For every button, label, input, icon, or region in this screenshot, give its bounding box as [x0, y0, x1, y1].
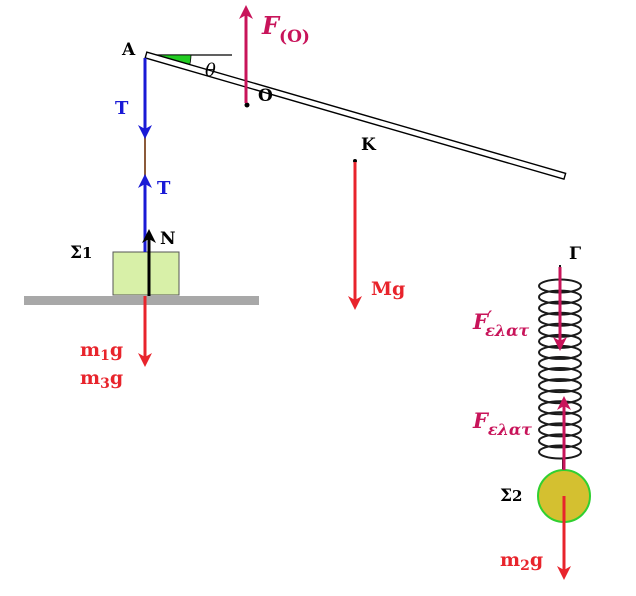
spring-coil [538, 367, 582, 383]
point-o-dot [244, 102, 250, 108]
label-f-elat: Fελατ [472, 408, 532, 439]
label-s2: Σ2 [500, 486, 522, 506]
label-m3g: m3g [80, 367, 123, 392]
label-point-o: O [258, 86, 273, 106]
spring-coil [538, 422, 582, 438]
block-s1 [112, 251, 180, 296]
label-m1g: m1g [80, 339, 123, 364]
spring-coil [538, 411, 582, 427]
spring-coil [538, 444, 582, 460]
ground [24, 296, 259, 305]
label-point-g: Γ [569, 244, 581, 264]
label-point-a: A [121, 40, 136, 60]
label-s1: Σ1 [70, 243, 92, 263]
spring-coil [538, 433, 582, 449]
label-f-o: F(O) [261, 11, 310, 47]
label-mg: Mg [371, 278, 405, 300]
label-point-k: K [361, 135, 377, 155]
label-t-top: T [115, 98, 129, 119]
spring-coil [538, 355, 582, 371]
label-t-bottom: T [157, 178, 171, 199]
label-angle-theta: θ [205, 60, 216, 81]
label-m2g: m2g [500, 549, 543, 574]
spring-coil [538, 378, 582, 394]
label-n: N [160, 229, 176, 249]
rod [144, 51, 567, 181]
label-f-elat-prime: F′ελατ [472, 307, 529, 340]
